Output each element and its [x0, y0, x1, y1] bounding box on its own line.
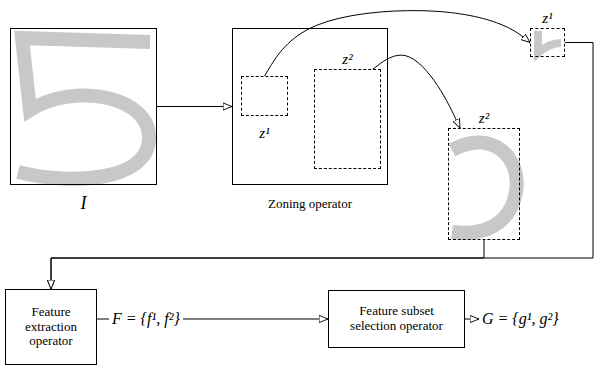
zoning-box: Zoning operatorz¹z²: [232, 28, 388, 185]
zone-region: z¹: [241, 76, 288, 116]
zone-output: z¹: [530, 28, 565, 57]
connector-arrow: [157, 106, 232, 107]
digit-five: [18, 38, 150, 179]
node-caption: z¹: [542, 10, 552, 27]
connector-arrow: [265, 11, 531, 76]
connector-arrow: [51, 240, 484, 289]
process-box: Feature subset selection operator: [328, 290, 465, 348]
box-label: Feature subset selection operator: [329, 304, 464, 334]
edge-group: [51, 11, 593, 319]
zone-one-piece: [538, 31, 561, 53]
digit-illustration: [18, 31, 561, 233]
feature-subset-label: G = {g¹, g²}: [482, 309, 559, 328]
zone-output: z²: [448, 128, 520, 240]
node-caption: I: [81, 193, 87, 214]
connector-arrow: [373, 55, 460, 128]
process-box: Feature extraction operator: [5, 289, 97, 365]
box-label: Feature extraction operator: [6, 305, 96, 350]
node-caption: z²: [479, 110, 489, 127]
node-caption: Zoning operator: [268, 197, 352, 212]
connector-arrow: [51, 43, 593, 290]
zone-two-piece: [452, 142, 517, 232]
input-image: I: [10, 28, 157, 185]
node-caption: z²: [342, 51, 352, 68]
output-arrow: [465, 319, 479, 320]
zone-region: z²: [314, 69, 381, 169]
feature-set-label: F = {f¹, f²}: [109, 309, 183, 328]
node-caption: z¹: [259, 125, 269, 142]
